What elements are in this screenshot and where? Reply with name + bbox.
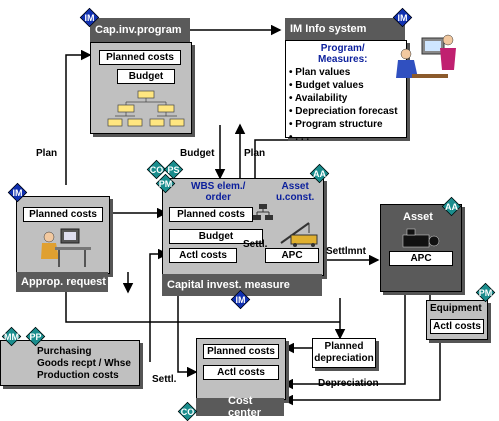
asset-apc: APC xyxy=(389,251,453,266)
info-item: • . . . xyxy=(289,132,310,143)
flow-label-depreciation: Depreciation xyxy=(318,378,379,389)
info-system-list: • Plan values • Budget values • Availabi… xyxy=(289,66,398,144)
person-at-desk-icon xyxy=(41,228,91,267)
capital-measure-title: Capital invest. measure xyxy=(162,274,322,296)
co-badge-icon: CO xyxy=(146,159,167,180)
info-item: • Program structure xyxy=(289,119,383,130)
aa-badge-icon: AA xyxy=(441,196,462,217)
purchasing-label: Purchasing Goods recpt / Whse Production… xyxy=(37,346,131,381)
equipment-to-cc-arrow xyxy=(282,322,441,406)
settl-to-cc-arrow xyxy=(177,296,198,378)
org-structure-icon xyxy=(253,204,273,220)
cost-center-box: Planned costs Actl costs xyxy=(196,338,286,400)
info-item: • Plan values xyxy=(289,67,351,78)
flow-label-settl: Settl. xyxy=(152,374,177,385)
cc-actual-costs: Actl costs xyxy=(203,365,279,380)
info-system-title: IM Info system xyxy=(285,18,405,40)
depreciation-arrow xyxy=(282,292,406,390)
pm-badge-icon: PM xyxy=(475,282,496,303)
people-at-computer-icon xyxy=(396,34,456,78)
to-info-line xyxy=(254,138,341,178)
cim-planned-costs: Planned costs xyxy=(169,207,253,222)
cap-program-planned-costs: Planned costs xyxy=(99,50,181,65)
cap-inv-program-box: Planned costs Budget xyxy=(90,42,192,134)
flow-label-plan-right: Plan xyxy=(244,148,266,159)
wbs-element-label: WBS elem./ order xyxy=(191,181,246,203)
im-badge-icon: IM xyxy=(79,7,100,28)
asset-box: Asset APC xyxy=(380,204,462,292)
cim-budget: Budget xyxy=(169,229,263,244)
cap-program-budget: Budget xyxy=(117,69,175,84)
info-system-heading: Program/ Measures: xyxy=(318,43,368,65)
pm-badge-icon: PM xyxy=(155,173,176,194)
im-badge-icon: IM xyxy=(230,289,251,310)
aa-badge-icon: AA xyxy=(309,163,330,184)
capital-measure-box: WBS elem./ order Asset u.const. Planned … xyxy=(162,178,324,276)
ps-badge-icon: PS xyxy=(163,159,184,180)
cim-actual-costs: Actl costs xyxy=(169,248,237,263)
approp-request-title: Approp. request xyxy=(16,272,108,292)
planned-depreciation-box: Planned depreciation xyxy=(312,338,376,368)
cost-center-title: Cost center xyxy=(196,395,284,419)
im-badge-icon: IM xyxy=(392,7,413,28)
asset-title: Asset xyxy=(403,211,433,223)
settl-label: Settl. xyxy=(243,239,268,250)
cap-inv-program-title: Cap.inv.program xyxy=(90,18,190,42)
co-badge-icon: CO xyxy=(177,401,198,421)
purchasing-arrow xyxy=(149,248,169,362)
equipment-title: Equipment xyxy=(430,303,482,314)
info-item: • Budget values xyxy=(289,80,364,91)
info-item: • Availability xyxy=(289,93,348,104)
cc-planned-costs: Planned costs xyxy=(203,344,279,359)
pp-badge-icon: PP xyxy=(25,326,46,347)
flow-label-settlmnt: Settlmnt xyxy=(326,246,366,257)
equipment-actual-costs: Actl costs xyxy=(430,319,484,334)
equipment-box: Equipment Actl costs xyxy=(426,300,488,340)
flow-label-plan-left: Plan xyxy=(36,148,58,159)
im-badge-icon: IM xyxy=(7,182,28,203)
hierarchy-icon xyxy=(107,90,185,127)
approp-request-box: Planned costs xyxy=(16,196,110,274)
machine-icon xyxy=(402,228,440,248)
asset-under-construction-label: Asset u.const. xyxy=(276,181,315,203)
plan-left-arrow xyxy=(65,49,92,185)
info-system-box: Program/ Measures: • Plan values • Budge… xyxy=(285,40,407,143)
planned-depreciation-label: Planned depreciation xyxy=(314,341,374,364)
mm-badge-icon: MM xyxy=(1,326,22,347)
cim-apc: APC xyxy=(265,248,319,263)
flow-label-budget: Budget xyxy=(180,148,215,159)
approp-planned-costs: Planned costs xyxy=(23,207,103,222)
purchasing-box: Purchasing Goods recpt / Whse Production… xyxy=(0,340,140,386)
info-item: • Depreciation forecast xyxy=(289,106,398,117)
construction-crane-icon xyxy=(280,222,318,247)
